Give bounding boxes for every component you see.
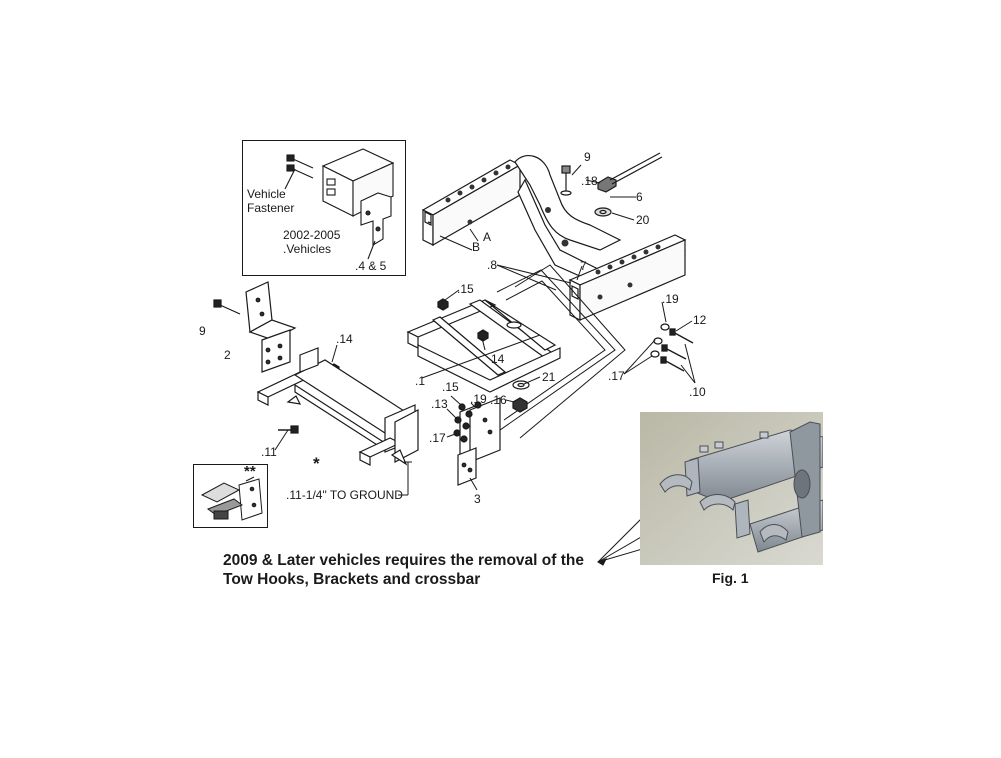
lower-mount-frame (256, 347, 419, 466)
callout-15-top: .15 (457, 282, 474, 296)
callout-double-star: ** (244, 463, 256, 480)
callout-19-mid: .19 (470, 392, 487, 406)
note-line-1: 2009 & Later vehicles requires the remov… (223, 552, 584, 569)
inset-years-label: 2002-2005 (283, 228, 341, 242)
note-line-2: Tow Hooks, Brackets and crossbar (223, 571, 481, 588)
callout-ground-height: .11-1/4" TO GROUND (286, 488, 403, 502)
callout-11: .11 (261, 445, 277, 459)
figure-label: Fig. 1 (712, 570, 749, 586)
callout-1: .1 (415, 374, 426, 388)
top-fasteners (560, 152, 663, 217)
callout-9-left: 9 (199, 324, 206, 338)
mount-bracket-2 (213, 281, 340, 376)
callout-20: 20 (636, 213, 650, 227)
side-bolts (650, 323, 694, 372)
callout-8: .8 (487, 258, 498, 272)
callout-14-left: .14 (336, 332, 353, 346)
callout-10: .10 (689, 385, 706, 399)
leader-lines (274, 164, 696, 496)
fastener-inset: Vehicle Fastener 2002-2005 .Vehicles .4 … (242, 140, 406, 276)
callout-6: 6 (636, 190, 643, 204)
callout-4-5: .4 & 5 (355, 259, 387, 273)
callout-17-mid: .17 (429, 431, 446, 445)
inset-vehicles-label: .Vehicles (283, 242, 332, 256)
callout-B: B (472, 240, 481, 254)
fastener-label-line1: Vehicle (247, 187, 286, 201)
callout-15-mid: .15 (442, 380, 459, 394)
fastener-inset-drawing (284, 148, 395, 260)
callout-14-mid: 14 (491, 352, 505, 366)
tow-hook-inset-drawing (200, 476, 263, 521)
callout-21: 21 (542, 370, 556, 384)
vehicle-frame (421, 154, 687, 321)
callout-9-top: 9 (584, 150, 591, 164)
vehicle-frame-photo (640, 412, 823, 565)
callout-13: .13 (431, 397, 448, 411)
callout-19-right: .19 (662, 292, 679, 306)
tow-hook-inset: ** (193, 464, 268, 528)
callout-3: 3 (474, 492, 481, 506)
callout-2: 2 (224, 348, 231, 362)
callout-7: 7 (580, 259, 587, 273)
part-21-hardware (512, 380, 530, 413)
callout-12: 12 (693, 313, 707, 327)
callout-A: A (483, 230, 492, 244)
callout-17-right: .17 (608, 369, 625, 383)
photo-render (640, 412, 823, 565)
callout-18: .18 (581, 174, 598, 188)
crossbar-bracket (406, 298, 561, 393)
side-plate-3 (453, 397, 501, 486)
fastener-label-line2: Fastener (247, 201, 295, 215)
callout-16: .16 (490, 393, 507, 407)
callout-star: * (313, 454, 320, 473)
